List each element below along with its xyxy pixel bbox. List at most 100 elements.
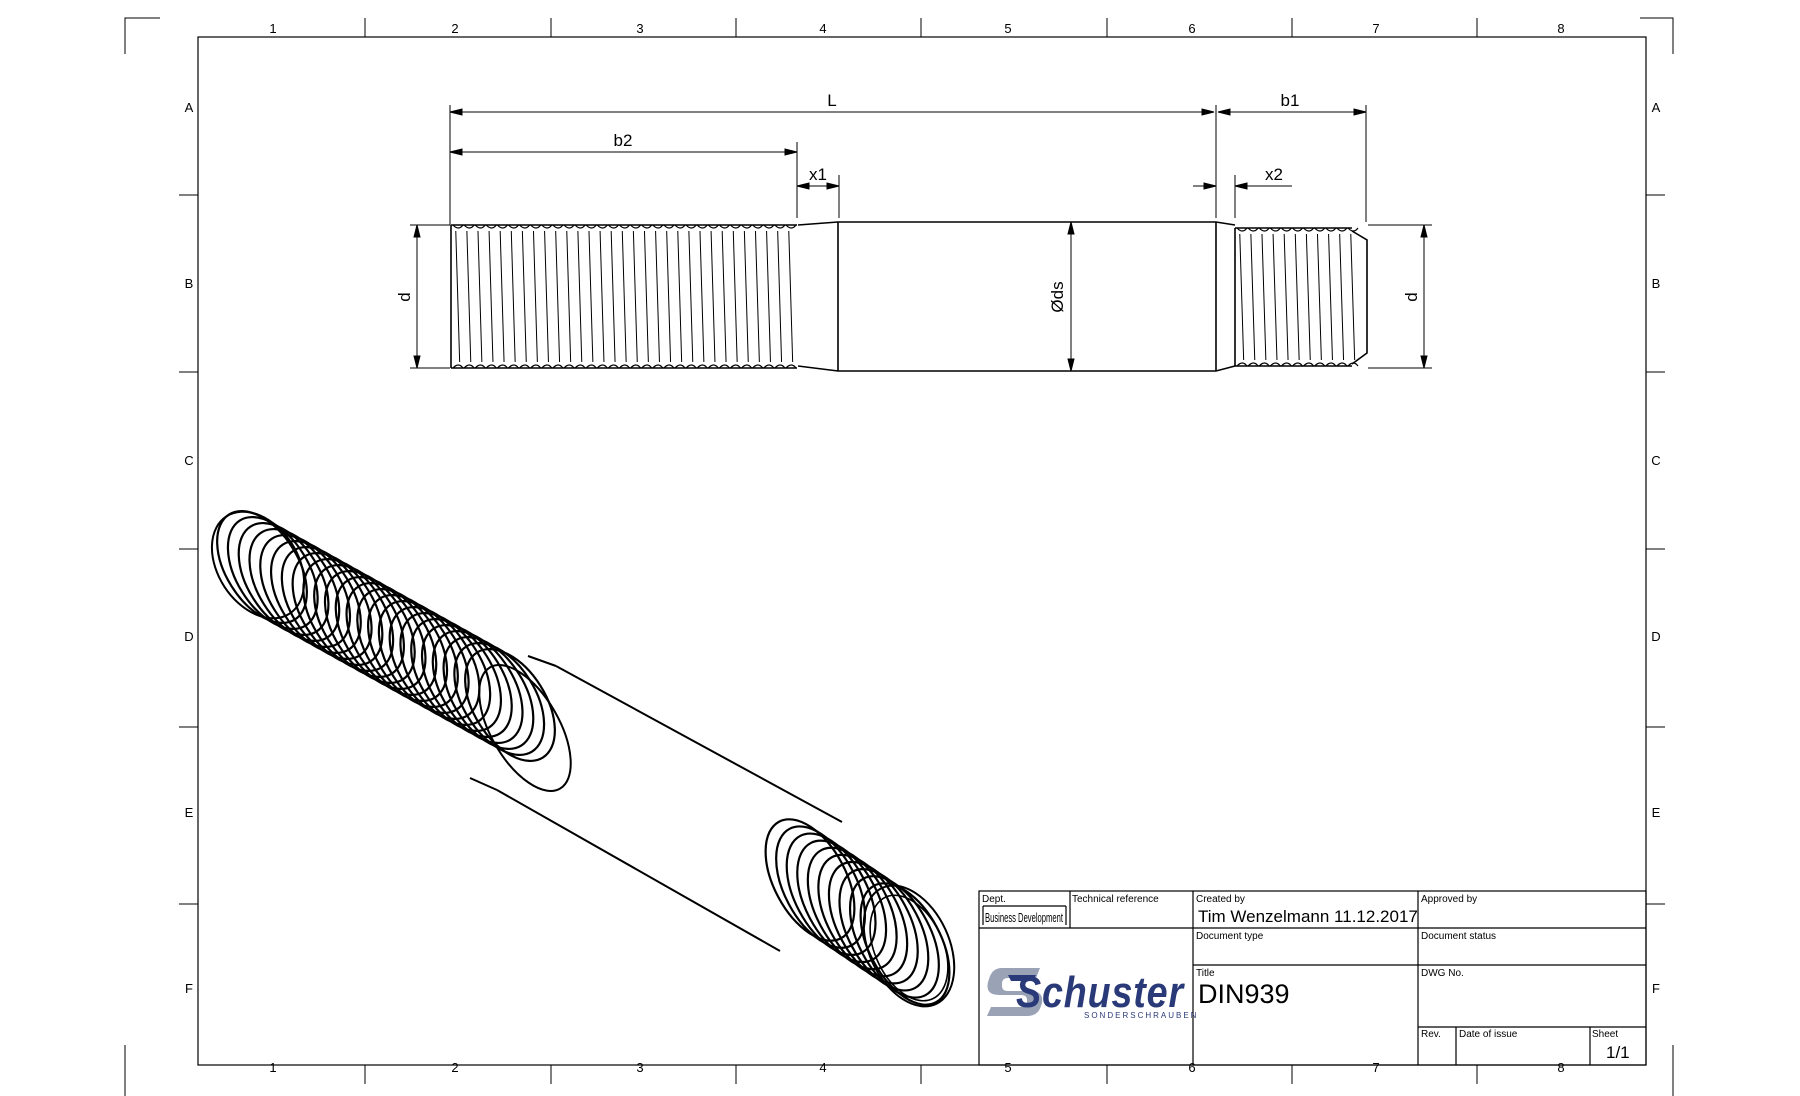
iso-thread-ring (280, 545, 373, 661)
thread-flank (774, 224, 786, 369)
tb-rev-label: Rev. (1421, 1029, 1441, 1040)
iso-thread-ring (848, 875, 940, 999)
zone-col-label: 1 (269, 21, 276, 36)
zone-row-label: D (1651, 629, 1660, 644)
thread-root-line (1305, 233, 1311, 361)
thread-root-line (555, 230, 561, 363)
zone-col-label: 8 (1557, 21, 1564, 36)
thread-flank (1336, 227, 1348, 367)
iso-thread-ring (399, 611, 492, 727)
thread-root-line (1261, 233, 1267, 361)
thread-root-line (643, 230, 649, 363)
tb-dept-label: Dept. (982, 894, 1006, 905)
tb-sheet-value: 1/1 (1606, 1043, 1630, 1062)
iso-thread-ring (323, 569, 416, 685)
dim-label-x2: x2 (1265, 165, 1283, 184)
thread-flank (574, 224, 586, 369)
zone-row-labels-left: A B C D E F (184, 100, 193, 996)
zone-col-label: 4 (819, 1060, 826, 1075)
thread-flank (1314, 227, 1326, 367)
thread-root-line (455, 230, 461, 363)
iso-shank-start (478, 664, 572, 792)
tb-created-by-label: Created by (1196, 894, 1245, 905)
thread-root-line (688, 230, 694, 363)
tb-document-status-label: Document status (1421, 931, 1496, 942)
dim-label-L: L (827, 91, 836, 110)
thread-flank (485, 224, 497, 369)
thread-root-line (766, 230, 771, 363)
thread-flank (619, 224, 630, 369)
thread-root-line (566, 230, 572, 363)
thread-flank (718, 224, 730, 369)
iso-front-face (862, 884, 956, 1008)
right-chamfer (1351, 230, 1368, 365)
tb-dwg-no-label: DWG No. (1421, 968, 1464, 979)
tb-created-by-value: Tim Wenzelmann 11.12.2017 (1198, 907, 1418, 926)
iso-thread-ring (464, 647, 556, 763)
thread-root-line (666, 230, 672, 363)
zone-col-label: 6 (1188, 1060, 1195, 1075)
thread-root-line (677, 230, 683, 363)
schuster-s-emblem (987, 968, 1043, 1016)
right-thread-section (1234, 227, 1359, 367)
thread-root-line (588, 230, 594, 363)
stud-bolt-side-view (450, 221, 1368, 372)
thread-flank (463, 224, 475, 369)
thread-flank (1303, 227, 1315, 367)
logo-subtitle: SONDERSCHRAUBEN (1084, 1011, 1198, 1020)
thread-flank (508, 224, 519, 369)
iso-thread-ring (356, 587, 449, 703)
zone-col-label: 7 (1372, 1060, 1379, 1075)
thread-flank (1247, 227, 1259, 367)
thread-flank (696, 224, 708, 369)
zone-row-label: E (1652, 805, 1661, 820)
zone-row-label: B (185, 276, 194, 291)
thread-flank (763, 224, 775, 369)
thread-root-line (521, 230, 527, 363)
thread-root-line (1339, 233, 1345, 361)
iso-shank-top (555, 665, 843, 823)
thread-flank (1325, 227, 1337, 367)
thread-root-line (788, 230, 794, 363)
thread-flank (541, 224, 553, 369)
thread-flank (563, 224, 575, 369)
zone-col-label: 6 (1188, 21, 1195, 36)
thread-flank (674, 224, 686, 369)
tb-document-type-label: Document type (1196, 931, 1264, 942)
stud-bolt-isometric-view (210, 509, 956, 1008)
iso-thread-ring (237, 521, 330, 637)
tb-dept-value: Business Development (985, 910, 1063, 925)
thread-flank (663, 224, 675, 369)
thread-root-line (710, 230, 716, 363)
dimension-lines (410, 105, 1432, 372)
thread-flank (641, 224, 653, 369)
iso-thread-ring (302, 557, 395, 673)
thread-root-line (1294, 233, 1300, 361)
drawing-frame (197, 36, 1647, 1066)
thread-root-line (721, 230, 727, 363)
thread-root-line (466, 230, 472, 363)
iso-thread-ring (410, 617, 503, 733)
thread-flank (630, 224, 642, 369)
thread-flank (741, 224, 753, 369)
thread-flank (607, 224, 619, 369)
zone-col-label: 2 (451, 21, 458, 36)
dim-label-ds: Øds (1048, 281, 1067, 312)
tb-title-value: DIN939 (1198, 979, 1290, 1009)
thread-flank (730, 224, 741, 369)
thread-root-line (532, 230, 538, 363)
thread-root-line (477, 230, 483, 363)
zone-col-label: 2 (451, 1060, 458, 1075)
thread-root-line (621, 230, 627, 363)
thread-flank (652, 224, 664, 369)
iso-thread-ring (216, 509, 308, 625)
sheet-trim-marks (124, 17, 1674, 1096)
thread-root-line (610, 230, 616, 363)
thread-flank (1258, 227, 1270, 367)
title-block (978, 890, 1647, 1066)
iso-left-transition (469, 655, 557, 791)
dim-label-b2: b2 (614, 131, 633, 150)
thread-root-line (1250, 233, 1256, 361)
thread-flank (530, 224, 542, 369)
iso-thread-ring (259, 533, 352, 649)
